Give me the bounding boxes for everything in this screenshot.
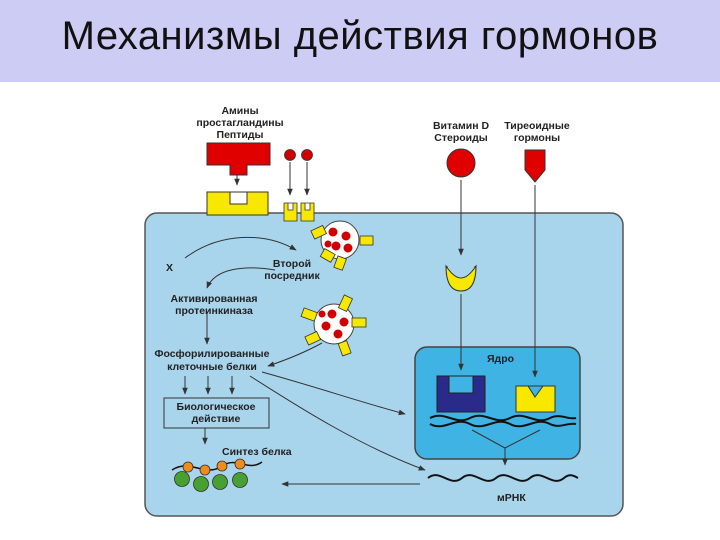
label-phospho-1: Фосфорилированные	[154, 348, 269, 360]
ribosome-small	[199, 464, 211, 476]
dna-strand	[429, 420, 577, 428]
label-mrna: мРНК	[497, 492, 526, 504]
label-vitamin-d: Витамин D	[433, 120, 490, 132]
label-thyroid-2: гормоны	[514, 132, 560, 144]
ribosome-large	[212, 474, 228, 490]
small-receptor	[283, 202, 298, 222]
label-synthesis: Синтез белка	[222, 446, 292, 458]
membrane-receptor	[206, 191, 269, 216]
label-peptides: Пептиды	[217, 129, 264, 141]
label-phospho-2: клеточные белки	[167, 361, 257, 373]
amine-ligand	[301, 149, 313, 161]
ribosome-large	[193, 476, 209, 492]
label-bio-2: действие	[192, 413, 241, 425]
page-title: Механизмы действия гормонов	[61, 14, 659, 58]
dna-strand	[429, 414, 577, 422]
label-prostaglandins: простагландины	[196, 117, 283, 129]
second-messenger-complex	[310, 220, 374, 271]
mrna-strand	[427, 474, 579, 482]
small-receptor	[300, 202, 315, 222]
second-messenger-complex	[300, 294, 367, 357]
title-bar	[0, 0, 720, 82]
label-x: X	[166, 262, 173, 274]
label-amines: Амины	[221, 105, 258, 117]
steroid-hormone	[446, 148, 476, 178]
thyroid-hormone	[524, 149, 546, 183]
label-kinase-1: Активированная	[171, 293, 258, 305]
label-thyroid-1: Тиреоидные	[504, 120, 570, 132]
cytoplasmic-receptor-body	[445, 264, 477, 292]
amine-ligand	[284, 149, 296, 161]
nuclear-receptor-thyroid	[515, 385, 556, 413]
ribosome-small	[216, 460, 228, 472]
peptide-hormone	[206, 142, 271, 176]
biological-action-box	[163, 397, 270, 429]
nuclear-receptor-steroid	[436, 375, 486, 413]
label-second-1: Второй	[273, 258, 311, 270]
label-second-2: посредник	[264, 270, 320, 282]
ribosome-large	[232, 472, 248, 488]
label-kinase-2: протеинкиназа	[175, 305, 253, 317]
ribosome-large	[174, 471, 190, 487]
ribosome-small	[182, 461, 194, 473]
ribosome-small	[234, 458, 246, 470]
label-steroids: Стероиды	[434, 132, 488, 144]
label-bio-1: Биологическое	[177, 401, 256, 413]
label-nucleus: Ядро	[487, 353, 514, 365]
